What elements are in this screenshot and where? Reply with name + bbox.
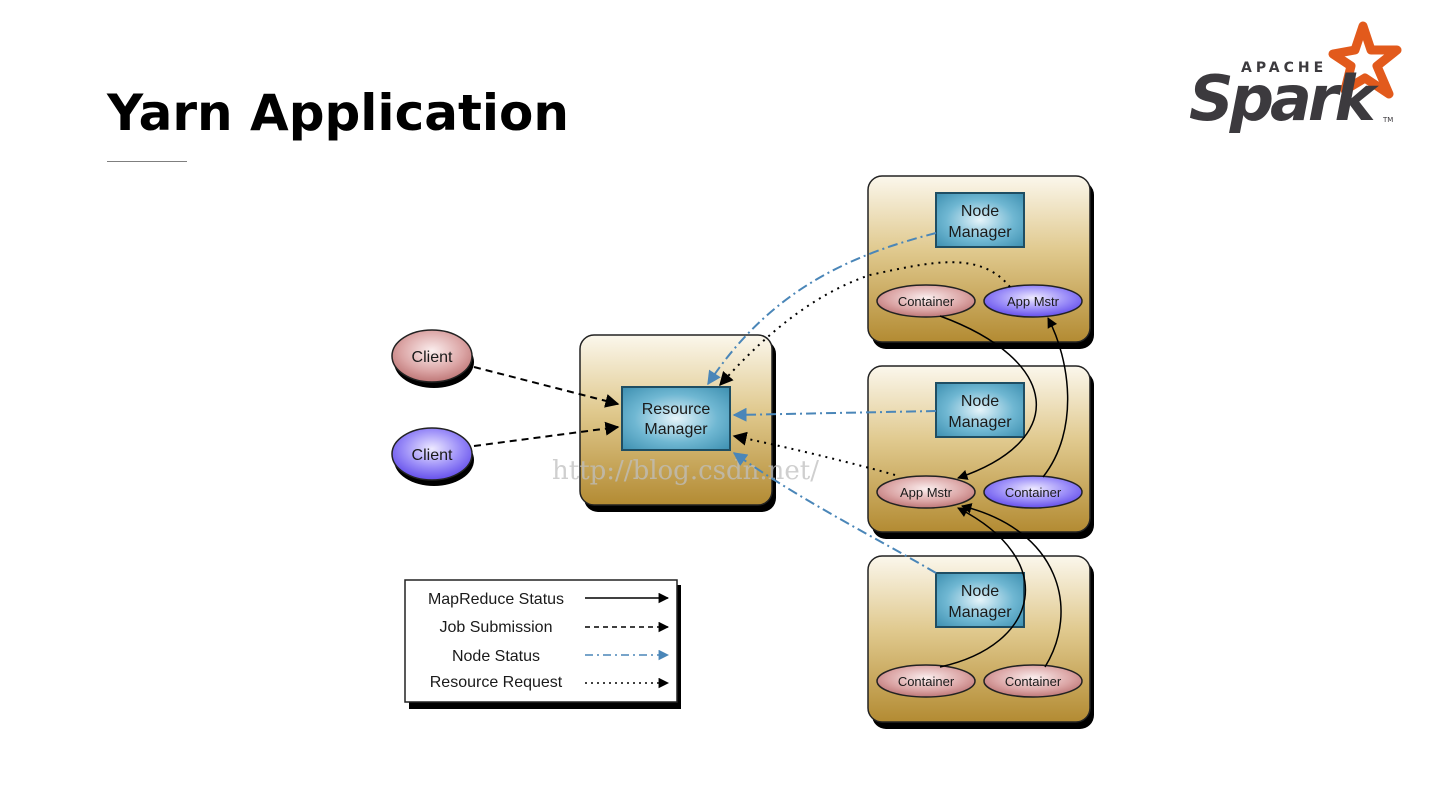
node-3-process-2-label: Container bbox=[1005, 674, 1062, 689]
logo-apache-text: APACHE bbox=[1241, 60, 1327, 76]
legend-label-mapreduce-status: MapReduce Status bbox=[428, 591, 564, 608]
resource-manager[interactable]: Resource Manager bbox=[621, 386, 731, 451]
node-1-app-master[interactable]: App Mstr bbox=[983, 284, 1083, 318]
resource-request-arrow-1 bbox=[719, 261, 1011, 387]
node-2-app-master[interactable]: App Mstr bbox=[876, 475, 976, 509]
node-status-arrow-3 bbox=[732, 452, 937, 574]
resource-manager-label-1: Resource bbox=[642, 401, 711, 418]
mapreduce-status-arrow-2 bbox=[1042, 317, 1069, 478]
apache-spark-logo: APACHE Spark TM bbox=[1189, 21, 1402, 135]
node-2-container[interactable]: Container bbox=[983, 475, 1083, 509]
mapreduce-status-arrow-4 bbox=[960, 503, 1062, 668]
node-manager-3-label-1: Node bbox=[961, 583, 999, 600]
node-manager-3[interactable]: Node Manager bbox=[935, 572, 1025, 628]
node-2-process-1-label: App Mstr bbox=[900, 485, 953, 500]
node-3-container-1[interactable]: Container bbox=[876, 664, 976, 698]
node-1-container[interactable]: Container bbox=[876, 284, 976, 318]
node-manager-1-label-2: Manager bbox=[948, 224, 1012, 241]
logo-trademark: TM bbox=[1382, 116, 1393, 124]
client-1-label: Client bbox=[412, 349, 453, 366]
node-manager-3-label-2: Manager bbox=[948, 604, 1012, 621]
slide-title: Yarn Application bbox=[107, 84, 569, 142]
legend-label-node-status: Node Status bbox=[452, 648, 540, 665]
node-3-container-2[interactable]: Container bbox=[983, 664, 1083, 698]
watermark-text: http://blog.csdn.net/ bbox=[552, 456, 819, 486]
node-manager-2-label-1: Node bbox=[961, 393, 999, 410]
node-1-process-2-label: App Mstr bbox=[1007, 294, 1060, 309]
mapreduce-status-arrow-1 bbox=[939, 315, 1038, 480]
node-2-process-2-label: Container bbox=[1005, 485, 1062, 500]
mapreduce-status-arrow-3 bbox=[939, 507, 1027, 668]
node-manager-1-label-1: Node bbox=[961, 203, 999, 220]
node-3-process-1-label: Container bbox=[898, 674, 955, 689]
job-submission-arrow-1 bbox=[473, 366, 620, 408]
resource-request-arrow-2 bbox=[732, 431, 896, 476]
legend: MapReduce Status Job Submission Node Sta… bbox=[404, 579, 681, 709]
node-manager-2-label-2: Manager bbox=[948, 414, 1012, 431]
client-2-label: Client bbox=[412, 447, 453, 464]
client-2[interactable]: Client bbox=[391, 427, 474, 486]
client-1[interactable]: Client bbox=[391, 329, 474, 388]
node-manager-1[interactable]: Node Manager bbox=[935, 192, 1025, 248]
node-manager-2[interactable]: Node Manager bbox=[935, 382, 1025, 438]
node-status-arrow-2 bbox=[732, 407, 937, 422]
spark-star-icon bbox=[1328, 21, 1402, 99]
legend-label-job-submission: Job Submission bbox=[440, 619, 553, 636]
node-1-process-1-label: Container bbox=[898, 294, 955, 309]
title-underline bbox=[107, 161, 187, 162]
legend-label-resource-request: Resource Request bbox=[430, 674, 563, 691]
resource-manager-label-2: Manager bbox=[644, 421, 708, 438]
job-submission-arrow-2 bbox=[473, 421, 620, 447]
logo-spark-wordmark: Spark bbox=[1189, 62, 1379, 135]
